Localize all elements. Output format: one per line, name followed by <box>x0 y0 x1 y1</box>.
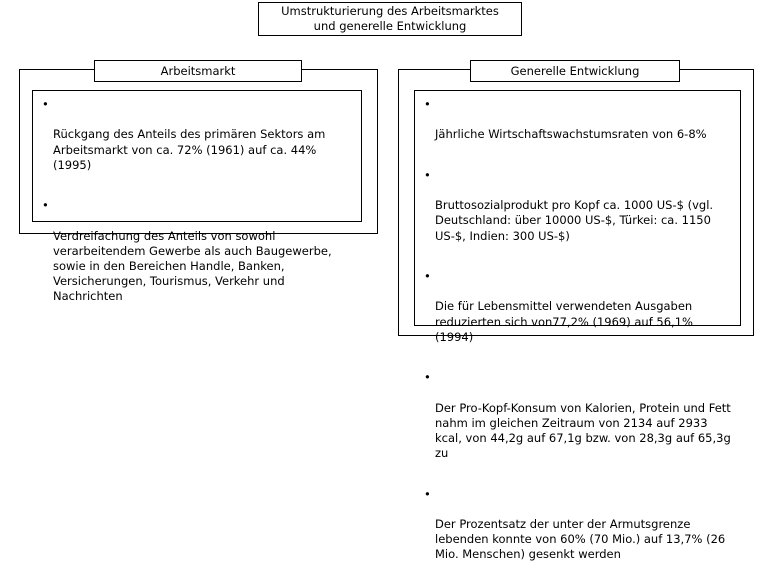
bullet-dot-icon: • <box>424 167 431 182</box>
list-item: • Verdreifachung des Anteils von sowohl … <box>42 198 353 320</box>
list-item-text: Jährliche Wirtschaftswachstumsraten von … <box>435 127 707 142</box>
content-box-arbeitsmarkt: • Rückgang des Anteils des primären Sekt… <box>32 90 362 303</box>
bullet-list-entwicklung: • Jährliche Wirtschaftswachstumsraten vo… <box>424 97 732 578</box>
bullet-dot-icon: • <box>424 97 431 111</box>
content-box-entwicklung: • Jährliche Wirtschaftswachstumsraten vo… <box>414 90 741 561</box>
bullet-dot-icon: • <box>42 198 49 213</box>
diagram-title-text: Umstrukturierung des Arbeitsmarktes und … <box>281 4 499 33</box>
list-item-text: Die für Lebensmittel verwendeten Ausgabe… <box>435 299 693 344</box>
list-item-text: Rückgang des Anteils des primären Sektor… <box>53 127 326 172</box>
list-item: • Rückgang des Anteils des primären Sekt… <box>42 97 353 188</box>
bullet-list-arbeitsmarkt: • Rückgang des Anteils des primären Sekt… <box>42 97 353 320</box>
list-item: • Der Pro-Kopf-Konsum von Kalorien, Prot… <box>424 370 732 476</box>
bullet-dot-icon: • <box>424 486 431 501</box>
diagram-title-box: Umstrukturierung des Arbeitsmarktes und … <box>258 2 522 36</box>
bullet-dot-icon: • <box>42 97 49 111</box>
list-item-text: Verdreifachung des Anteils von sowohl ve… <box>53 228 332 304</box>
list-item-text: Der Pro-Kopf-Konsum von Kalorien, Protei… <box>435 400 731 461</box>
list-item: • Die für Lebensmittel verwendeten Ausga… <box>424 269 732 360</box>
diagram-canvas: Umstrukturierung des Arbeitsmarktes und … <box>19 2 754 561</box>
list-item: • Der Prozentsatz der unter der Armutsgr… <box>424 487 732 578</box>
group-header-arbeitsmarkt: Arbeitsmarkt <box>94 60 302 82</box>
group-header-label-entwicklung: Generelle Entwicklung <box>510 64 640 78</box>
group-header-entwicklung: Generelle Entwicklung <box>470 60 680 82</box>
group-header-label-arbeitsmarkt: Arbeitsmarkt <box>160 64 236 78</box>
bullet-dot-icon: • <box>424 269 431 284</box>
list-item: • Jährliche Wirtschaftswachstumsraten vo… <box>424 97 732 158</box>
bullet-dot-icon: • <box>424 370 431 385</box>
list-item: • Bruttosozialprodukt pro Kopf ca. 1000 … <box>424 168 732 259</box>
list-item-text: Bruttosozialprodukt pro Kopf ca. 1000 US… <box>435 198 714 243</box>
